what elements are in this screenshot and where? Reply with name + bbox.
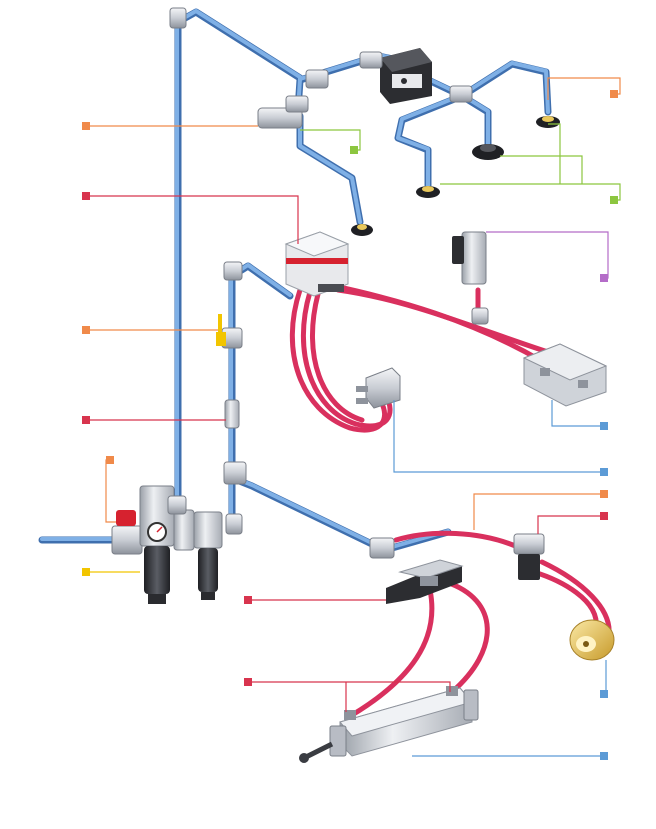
callout-c3[interactable] [82, 326, 218, 334]
tube-rotary-b [531, 569, 599, 631]
vacuum-generator-block-icon[interactable] [359, 48, 473, 104]
suction-cup-icon[interactable] [536, 116, 560, 128]
tube-cyl-b [443, 579, 490, 695]
vacuum-ejector-icon[interactable] [257, 69, 329, 129]
suction-cup-icon[interactable] [416, 186, 440, 198]
callout-c13[interactable] [551, 400, 608, 430]
callout-c10[interactable] [300, 129, 361, 154]
tee-fitting-icon [167, 7, 395, 559]
tube-gripper-b [301, 289, 393, 429]
callout-c7[interactable] [244, 596, 386, 604]
filter-regulator-lubricator-icon[interactable] [111, 485, 223, 604]
tube-cyl-a [349, 587, 435, 718]
tube-rotary-a [393, 530, 523, 551]
electro-valve-block-icon[interactable] [284, 231, 350, 297]
profile-cylinder-icon[interactable] [299, 686, 479, 763]
yellow-lever-valve-icon[interactable] [216, 314, 243, 349]
pressure-switch-icon[interactable] [452, 231, 489, 325]
lower-vacuum-line-a [296, 112, 364, 226]
lower-feed-line [228, 474, 388, 558]
callout-c18[interactable] [412, 752, 608, 760]
callout-c1[interactable] [82, 122, 258, 130]
suction-cup-icon[interactable] [351, 224, 373, 236]
callout-c6[interactable] [82, 568, 140, 576]
inline-fitting-icon[interactable] [224, 399, 240, 429]
callout-c12[interactable] [486, 231, 609, 282]
callout-c5[interactable] [105, 456, 116, 523]
flow-control-icon[interactable] [513, 533, 545, 580]
suction-cup-icon[interactable] [472, 144, 504, 160]
rotary-actuator-icon[interactable] [569, 619, 615, 661]
tube-gripper-c [309, 291, 365, 423]
callout-c8[interactable] [244, 678, 451, 712]
callout-c14[interactable] [393, 400, 608, 476]
callout-c15[interactable] [473, 490, 608, 530]
signal-tubes [289, 282, 612, 718]
tube-terminal-to-slide-b [335, 287, 551, 355]
callout-c4[interactable] [82, 416, 226, 424]
callout-c2[interactable] [82, 192, 299, 244]
callout-c11[interactable] [440, 123, 621, 204]
callout-c17[interactable] [600, 660, 608, 698]
callout-c9[interactable] [547, 77, 621, 100]
gripper-icon[interactable] [356, 367, 401, 409]
solenoid-valve-icon[interactable] [386, 559, 464, 604]
slide-unit-icon[interactable] [522, 343, 608, 407]
main-riser-line [174, 8, 304, 509]
callout-c16[interactable] [537, 512, 608, 534]
